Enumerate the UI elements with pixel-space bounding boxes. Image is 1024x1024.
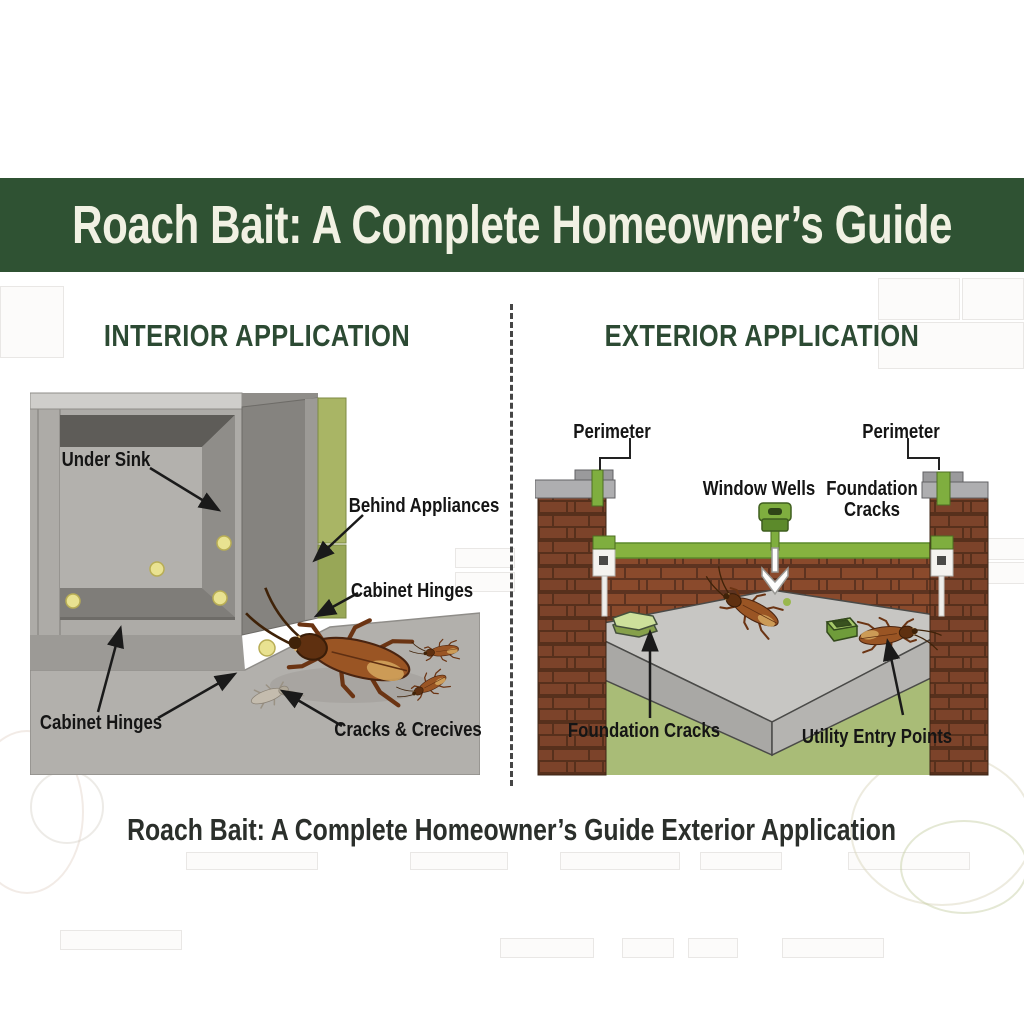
under-sink-label: Under Sink	[61, 449, 151, 471]
perimeter-left-label: Perimeter	[573, 421, 651, 443]
cracks-crevices-label: Cracks & Crecives	[334, 719, 482, 741]
cabinet-hinges-lower-label: Cabinet Hinges	[39, 712, 163, 734]
cube-bait-station-icon	[825, 617, 859, 642]
interior-scene-illustration	[30, 392, 480, 775]
cabinet-hinges-upper-label: Cabinet Hinges	[350, 580, 474, 602]
behind-appliances-label: Behind Appliances	[348, 495, 500, 517]
countertop	[30, 392, 243, 410]
cabinet-hinges-lower-arrow-1	[96, 625, 124, 713]
down-arrow-icon	[761, 566, 789, 596]
interior-section-heading: INTERIOR APPLICATION	[103, 318, 411, 353]
perimeter-bait-device-icon	[592, 535, 616, 617]
perimeter-bait-strip-icon	[936, 471, 951, 506]
behind-appliances-arrow	[312, 514, 364, 563]
exterior-section-heading: EXTERIOR APPLICATION	[604, 318, 920, 353]
page-title: Roach Bait: A Complete Homeowner’s Guide	[72, 195, 952, 255]
perimeter-bait-strip-icon	[591, 469, 604, 507]
cabinet-hinges-lower-arrow-2	[157, 672, 238, 720]
cabinet-hinges-upper-arrow	[313, 591, 359, 618]
section-divider	[510, 304, 513, 786]
cabinet-side-wall	[202, 415, 235, 617]
perimeter-right-label: Perimeter	[862, 421, 940, 443]
utility-entry-points-label: Utility Entry Points	[801, 726, 953, 748]
bait-crumb-icon	[783, 598, 791, 606]
utility-entry-points-arrow	[883, 638, 905, 716]
cabinet-top-shadow	[60, 415, 235, 447]
green-wall-panel	[317, 397, 347, 544]
foundation-cracks-top-label: Foundation Cracks	[826, 478, 918, 521]
perimeter-bait-device-icon	[930, 535, 954, 617]
cracks-crevices-arrow	[279, 689, 343, 728]
under-sink-arrow	[149, 466, 222, 512]
foundation-cracks-bottom-label: Foundation Cracks	[567, 720, 721, 742]
cabinet-bottom-shelf	[60, 588, 235, 617]
exterior-scene-illustration	[535, 438, 989, 776]
cabinet-back-panel	[60, 447, 202, 588]
bait-dot-icon	[65, 535, 276, 657]
window-well-bait-station-icon	[758, 502, 792, 596]
bottom-caption: Roach Bait: A Complete Homeowner’s Guide…	[127, 812, 897, 847]
hex-bait-station-icon	[612, 611, 659, 638]
window-wells-label: Window Wells	[702, 478, 816, 500]
perimeter-right-leader	[907, 438, 940, 470]
cabinet-base	[30, 635, 245, 670]
sill-bait-strip	[599, 542, 931, 559]
perimeter-left-leader	[599, 438, 631, 470]
title-banner: Roach Bait: A Complete Homeowner’s Guide	[0, 178, 1024, 272]
